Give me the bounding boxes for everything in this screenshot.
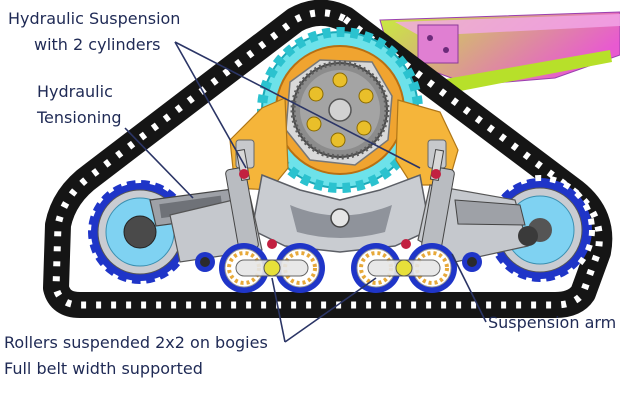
support-roller-icon bbox=[195, 252, 482, 272]
bogie-roller-icon bbox=[219, 243, 325, 293]
leader-line-roller-left bbox=[271, 277, 286, 343]
hydraulic-cylinder-icon bbox=[401, 148, 455, 251]
label-hydraulic-suspension: Hydraulic Suspension bbox=[8, 9, 181, 28]
drive-sprocket-icon bbox=[290, 60, 390, 160]
rubber-track-icon bbox=[43, 0, 613, 318]
leader-line-cylinder-left bbox=[174, 41, 247, 169]
hydraulic-cylinder-icon bbox=[225, 148, 277, 251]
leader-line-roller-right bbox=[284, 277, 377, 343]
label-hydraulic-suspension-cylinders: with 2 cylinders bbox=[34, 35, 161, 54]
label-rollers-suspended: Rollers suspended 2x2 on bogies bbox=[4, 333, 268, 352]
label-full-belt-width: Full belt width supported bbox=[4, 359, 203, 378]
leader-line-cylinder-right bbox=[174, 41, 421, 169]
leader-lines bbox=[124, 41, 487, 343]
leader-line-tensioning bbox=[124, 127, 194, 199]
label-hydraulic: Hydraulic bbox=[37, 82, 113, 101]
bogie-roller-icon bbox=[351, 243, 457, 293]
label-tensioning: Tensioning bbox=[37, 108, 122, 127]
center-frame bbox=[251, 173, 431, 253]
leader-line-suspension-arm bbox=[451, 253, 487, 323]
mounting-frame bbox=[379, 11, 620, 92]
label-suspension-arm: Suspension arm bbox=[488, 313, 617, 332]
